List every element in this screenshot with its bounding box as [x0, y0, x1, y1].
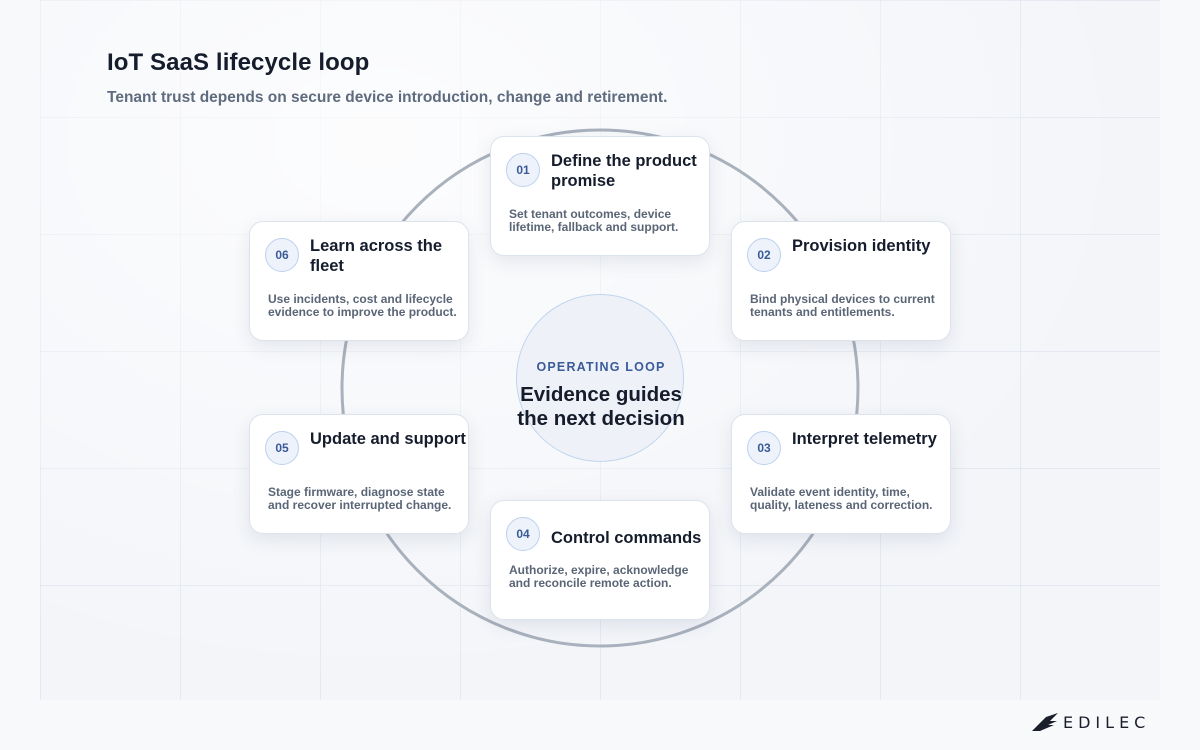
- step-card-04: 04 Control commands Authorize, expire, a…: [490, 500, 710, 620]
- step-title: Control commands: [551, 529, 702, 547]
- step-number-badge: 05: [265, 431, 299, 465]
- page-title: IoT SaaS lifecycle loop: [107, 49, 370, 76]
- step-title: Update and support: [310, 430, 466, 448]
- center-label: OPERATING LOOP: [536, 360, 666, 374]
- step-card-02: 02 Provision identity Bind physical devi…: [731, 221, 951, 341]
- step-title: Interpret telemetry: [792, 430, 937, 448]
- center-text: Evidence guides the next decision: [517, 383, 685, 430]
- step-number-badge: 03: [747, 431, 781, 465]
- step-description: Validate event identity, time, quality, …: [750, 485, 933, 512]
- step-card-06: 06 Learn across the fleet Use incidents,…: [249, 221, 469, 341]
- step-number-badge: 02: [747, 238, 781, 272]
- step-card-05: 05 Update and support Stage firmware, di…: [249, 414, 469, 534]
- brand-logo: EDILEC: [1030, 710, 1150, 734]
- step-number-badge: 06: [265, 238, 299, 272]
- step-card-03: 03 Interpret telemetry Validate event id…: [731, 414, 951, 534]
- step-description: Use incidents, cost and lifecycle eviden…: [268, 292, 457, 319]
- step-description: Set tenant outcomes, device lifetime, fa…: [509, 207, 679, 234]
- step-description: Bind physical devices to current tenants…: [750, 292, 935, 319]
- logo-text: EDILEC: [1063, 712, 1151, 732]
- step-number-badge: 01: [506, 153, 540, 187]
- step-title: Provision identity: [792, 237, 931, 255]
- step-description: Authorize, expire, acknowledge and recon…: [509, 563, 689, 590]
- page-subtitle: Tenant trust depends on secure device in…: [107, 89, 668, 106]
- center-circle: OPERATING LOOP Evidence guides the next …: [516, 294, 685, 462]
- step-number-badge: 04: [506, 517, 540, 551]
- step-title: Learn across the fleet: [310, 237, 443, 275]
- edilec-logo-icon: [1032, 713, 1058, 731]
- step-card-01: 01 Define the product promise Set tenant…: [490, 136, 710, 256]
- step-title: Define the product promise: [551, 152, 697, 190]
- step-description: Stage firmware, diagnose state and recov…: [268, 485, 452, 512]
